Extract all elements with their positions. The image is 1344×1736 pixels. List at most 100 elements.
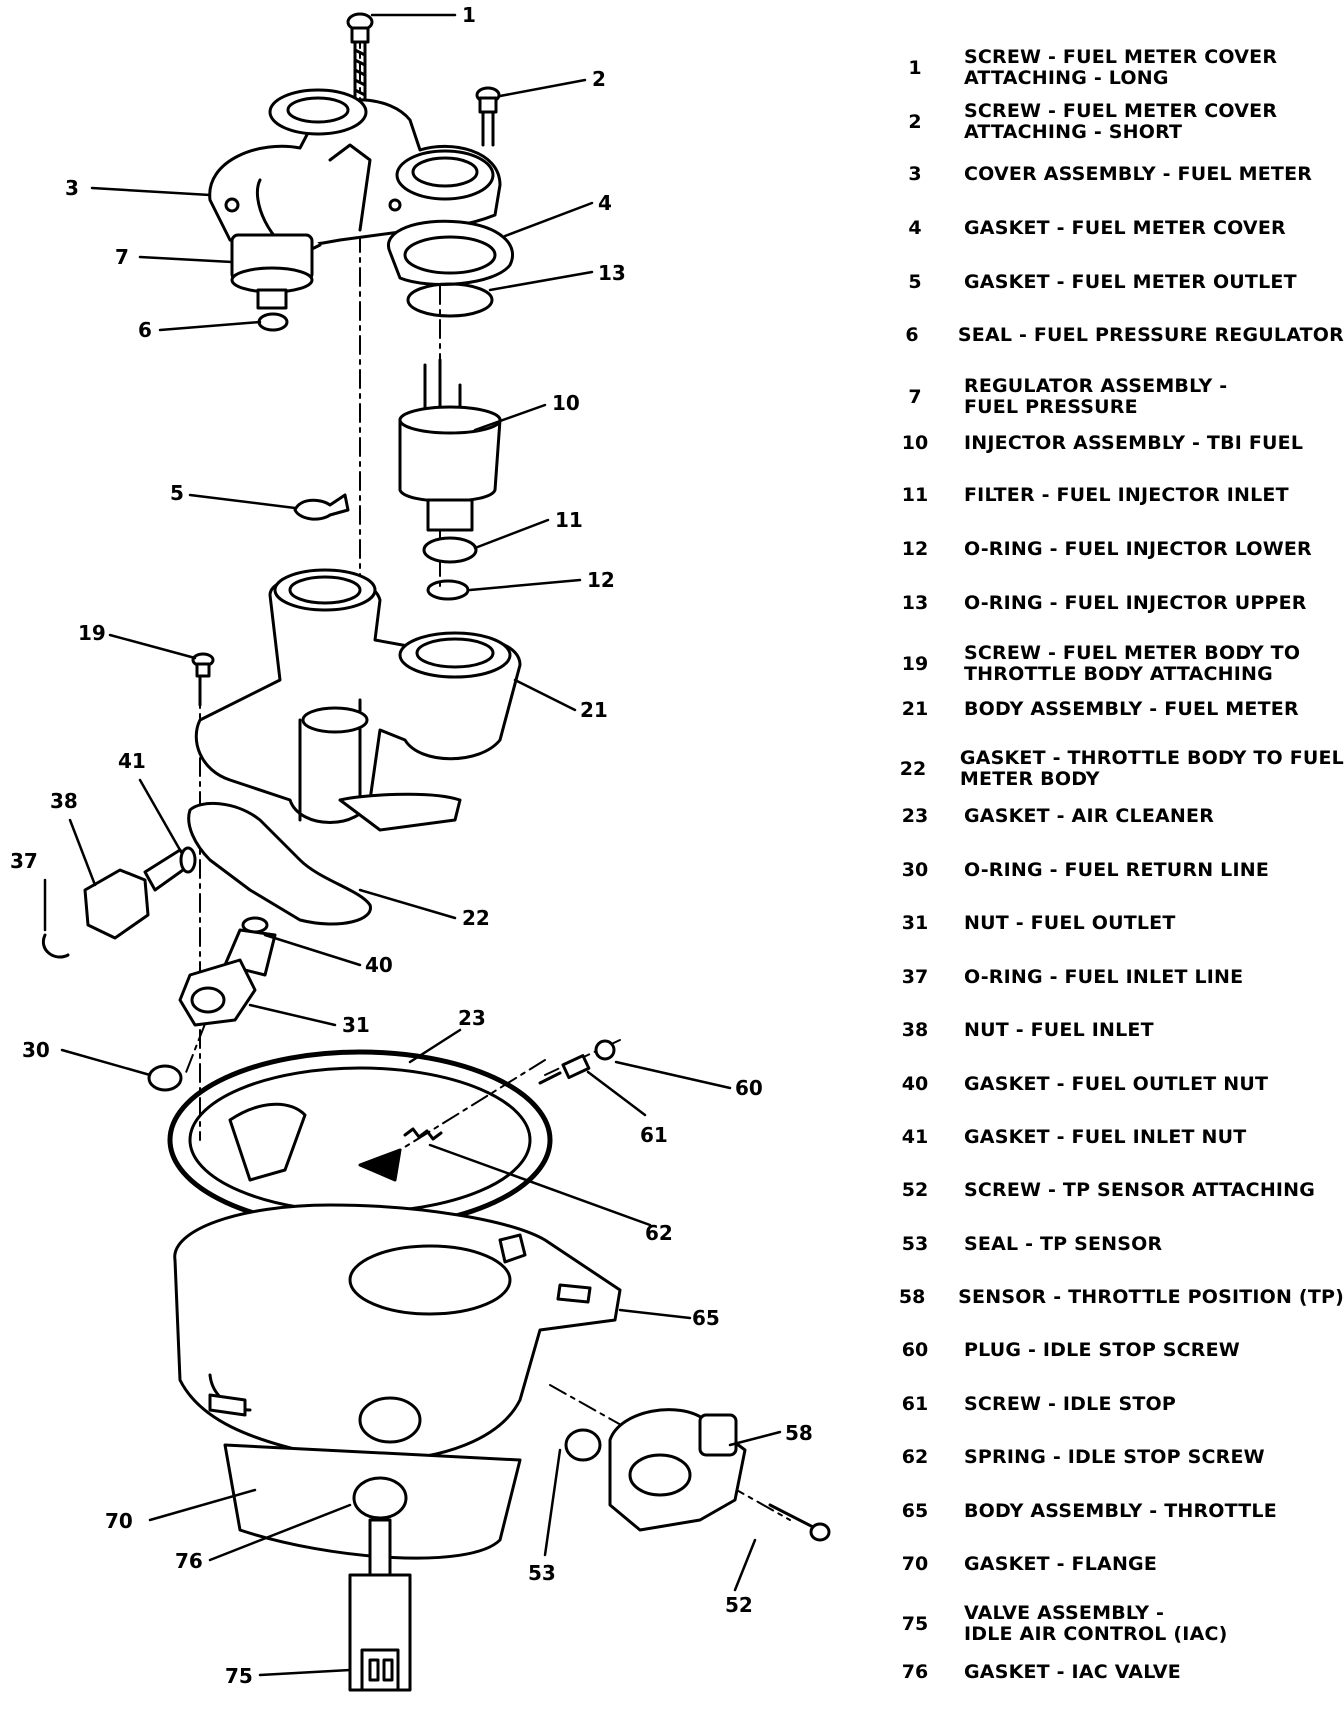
legend-description-line: GASKET - IAC VALVE bbox=[964, 1660, 1181, 1683]
legend-part-description: SENSOR - THROTTLE POSITION (TP) bbox=[944, 1285, 1344, 1308]
legend-part-number: 13 bbox=[901, 592, 929, 614]
lower-oring-12 bbox=[426, 579, 470, 601]
callout-62: 62 bbox=[645, 1221, 673, 1245]
callout-61: 61 bbox=[640, 1123, 668, 1147]
callout-19: 19 bbox=[78, 621, 106, 645]
legend-part-number: 53 bbox=[901, 1233, 929, 1255]
legend-part-description: PLUG - IDLE STOP SCREW bbox=[950, 1338, 1344, 1361]
legend-part-description: SCREW - IDLE STOP bbox=[950, 1392, 1344, 1415]
legend-part-number: 19 bbox=[901, 653, 929, 675]
legend-part-number: 31 bbox=[901, 912, 929, 934]
callout-60: 60 bbox=[735, 1076, 763, 1100]
legend-part-number: 7 bbox=[908, 386, 922, 408]
legend-part-number: 6 bbox=[905, 324, 919, 346]
throttle-gasket-22 bbox=[187, 801, 372, 926]
fuel-meter-body-21 bbox=[194, 568, 522, 824]
legend-part-description: SEAL - FUEL PRESSURE REGULATOR bbox=[944, 323, 1344, 346]
legend-part-description: O-RING - FUEL INJECTOR UPPER bbox=[950, 591, 1344, 614]
legend-description-line: ATTACHING - LONG bbox=[964, 67, 1169, 89]
legend-description-line: THROTTLE BODY ATTACHING bbox=[964, 663, 1273, 685]
legend-description-line: SPRING - IDLE STOP SCREW bbox=[964, 1445, 1265, 1468]
legend-description-line: SENSOR - THROTTLE POSITION (TP) bbox=[958, 1285, 1344, 1308]
callout-3: 3 bbox=[65, 176, 79, 200]
legend-part-number: 40 bbox=[901, 1073, 929, 1095]
legend-part-description: GASKET - FUEL METER OUTLET bbox=[950, 270, 1344, 293]
leader-lines bbox=[43, 13, 782, 1677]
inlet-nut-38 bbox=[83, 848, 192, 940]
legend-description-line: SEAL - FUEL PRESSURE REGULATOR bbox=[957, 323, 1344, 346]
legend-part-number: 22 bbox=[899, 758, 927, 780]
callout-11: 11 bbox=[555, 508, 583, 532]
legend-row: 13 O-RING - FUEL INJECTOR UPPER bbox=[880, 591, 1344, 615]
callout-41: 41 bbox=[118, 749, 146, 773]
legend-description-line: GASKET - FUEL METER COVER bbox=[964, 216, 1286, 239]
callout-37: 37 bbox=[10, 849, 38, 873]
legend-row: 60 PLUG - IDLE STOP SCREW bbox=[880, 1338, 1344, 1362]
legend-part-description: GASKET - FUEL OUTLET NUT bbox=[950, 1073, 1344, 1095]
legend-description-line: REGULATOR ASSEMBLY - bbox=[964, 375, 1228, 397]
fuel-meter-cover-3 bbox=[208, 88, 502, 257]
callout-65: 65 bbox=[692, 1306, 720, 1330]
callout-12: 12 bbox=[587, 568, 615, 592]
callout-7: 7 bbox=[115, 245, 129, 269]
return-oring-30 bbox=[147, 1064, 183, 1092]
legend-description-line: SCREW - FUEL METER COVER bbox=[964, 46, 1278, 68]
legend-description-line: ATTACHING - SHORT bbox=[964, 121, 1183, 143]
legend-row: 76 GASKET - IAC VALVE bbox=[880, 1660, 1344, 1684]
legend-part-number: 60 bbox=[901, 1339, 929, 1361]
legend-description-line: BODY ASSEMBLY - FUEL METER bbox=[964, 697, 1299, 720]
legend-row: 10 INJECTOR ASSEMBLY - TBI FUEL bbox=[880, 431, 1344, 455]
legend-description-line: GASKET - FUEL INLET NUT bbox=[964, 1125, 1247, 1148]
callout-58: 58 bbox=[785, 1421, 813, 1445]
legend-part-number: 30 bbox=[901, 859, 929, 881]
outlet-nut-31 bbox=[178, 928, 277, 1027]
legend-part-number: 41 bbox=[901, 1126, 929, 1148]
legend-part-description: NUT - FUEL INLET bbox=[950, 1018, 1344, 1041]
legend-part-description: SPRING - IDLE STOP SCREW bbox=[950, 1445, 1344, 1468]
legend-row: 53 SEAL - TP SENSOR bbox=[880, 1232, 1344, 1256]
legend-description-line: PLUG - IDLE STOP SCREW bbox=[964, 1338, 1240, 1361]
legend-part-description: SEAL - TP SENSOR bbox=[950, 1233, 1344, 1255]
legend-part-number: 12 bbox=[901, 538, 929, 560]
legend-description-line: O-RING - FUEL INJECTOR UPPER bbox=[964, 591, 1307, 614]
legend-description-line: COVER ASSEMBLY - FUEL METER bbox=[964, 162, 1313, 185]
legend-part-number: 37 bbox=[901, 966, 929, 988]
legend-part-number: 23 bbox=[901, 805, 929, 827]
legend-description-line: SCREW - TP SENSOR ATTACHING bbox=[964, 1178, 1316, 1201]
legend-description-line: SCREW - IDLE STOP bbox=[964, 1392, 1176, 1415]
legend-description-line: METER BODY bbox=[959, 768, 1100, 790]
short-screw-2 bbox=[475, 86, 501, 147]
legend-part-number: 76 bbox=[901, 1661, 929, 1683]
legend-part-description: INJECTOR ASSEMBLY - TBI FUEL bbox=[950, 432, 1344, 454]
callout-10: 10 bbox=[552, 391, 580, 415]
throttle-body-65 bbox=[173, 1203, 622, 1462]
inlet-gasket-41 bbox=[179, 846, 197, 874]
callout-6: 6 bbox=[138, 318, 152, 342]
legend-part-description: VALVE ASSEMBLY -IDLE AIR CONTROL (IAC) bbox=[950, 1603, 1344, 1645]
legend-row: 3 COVER ASSEMBLY - FUEL METER bbox=[880, 162, 1344, 186]
legend-part-number: 10 bbox=[901, 432, 929, 454]
legend-description-line: GASKET - AIR CLEANER bbox=[964, 804, 1215, 827]
tp-screw-52 bbox=[768, 1503, 831, 1542]
legend-part-description: GASKET - IAC VALVE bbox=[950, 1660, 1344, 1683]
callout-38: 38 bbox=[50, 789, 78, 813]
legend-row: 7 REGULATOR ASSEMBLY -FUEL PRESSURE bbox=[880, 375, 1344, 419]
legend-description-line: NUT - FUEL INLET bbox=[964, 1018, 1154, 1041]
legend-part-number: 3 bbox=[908, 163, 922, 185]
legend-part-number: 62 bbox=[901, 1446, 929, 1468]
legend-row: 40 GASKET - FUEL OUTLET NUT bbox=[880, 1072, 1344, 1096]
legend-description-line: GASKET - THROTTLE BODY TO FUEL bbox=[959, 747, 1344, 769]
legend-description-line: FUEL PRESSURE bbox=[964, 396, 1138, 418]
legend-part-description: FILTER - FUEL INJECTOR INLET bbox=[950, 484, 1344, 506]
legend-description-line: GASKET - FUEL METER OUTLET bbox=[964, 270, 1297, 293]
legend-description-line: SCREW - FUEL METER COVER bbox=[964, 100, 1278, 122]
callout-31: 31 bbox=[342, 1013, 370, 1037]
